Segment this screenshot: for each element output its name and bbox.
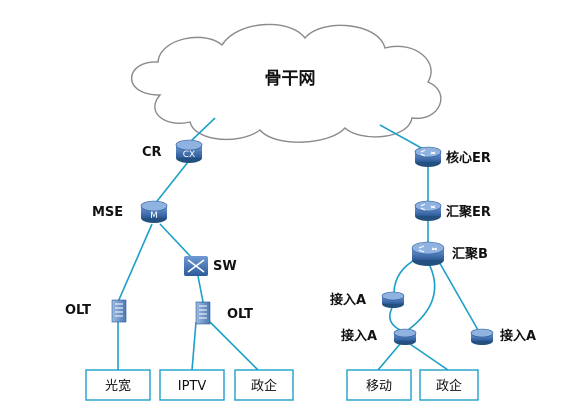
cr-badge: CX [183,150,195,160]
link-olt-iptv [191,321,197,371]
core-er-router[interactable] [414,146,442,167]
access-a3-label: 接入A [500,328,536,344]
service-gov-left-label: 政企 [251,378,277,394]
mse-router[interactable]: M [140,200,168,223]
olt-left-device[interactable] [111,299,127,323]
link-access1-access2 [389,307,401,331]
service-gov-right[interactable]: 政企 [419,369,479,401]
link-olt-gov [209,321,259,371]
sw-label: SW [213,259,237,274]
backbone-cloud: 骨干网 [131,23,442,143]
service-broadband[interactable]: 光宽 [85,369,151,401]
access-a1-label: 接入A [330,292,366,308]
link-access2-gov [409,343,449,371]
access-a1-router[interactable] [381,291,405,308]
olt-left-label: OLT [65,303,91,318]
link-mse-sw [159,223,193,259]
service-broadband-label: 光宽 [105,378,131,394]
link-sw-olt-mid [197,275,204,303]
link-cloud-cr [189,117,216,143]
agg-b-router[interactable] [411,241,445,266]
service-gov-left[interactable]: 政企 [234,369,294,401]
service-iptv-label: IPTV [178,379,207,394]
agg-er-label: 汇聚ER [446,205,491,220]
olt-mid-device[interactable] [195,301,211,325]
link-agg-b-access3 [437,259,479,331]
mse-label: MSE [92,205,123,220]
link-access2-mobile [377,343,401,371]
cloud-label: 骨干网 [265,69,316,89]
sw-switch[interactable] [184,256,208,276]
cr-label: CR [142,145,162,160]
link-cloud-core-er [379,124,426,151]
access-a2-label: 接入A [341,328,377,344]
service-iptv[interactable]: IPTV [159,369,225,401]
service-mobile-label: 移动 [366,379,392,394]
access-a3-router[interactable] [470,328,494,345]
agg-er-router[interactable] [414,200,442,221]
agg-b-label: 汇聚B [452,247,488,262]
cr-router[interactable]: CX [175,139,203,163]
link-agg-b-access2 [407,261,436,331]
olt-mid-label: OLT [227,307,253,322]
link-cr-mse [153,161,189,206]
link-mse-olt-left [117,223,153,303]
service-gov-right-label: 政企 [436,378,462,394]
access-a2-router[interactable] [393,328,417,345]
core-er-label: 核心ER [446,150,491,166]
mse-badge: M [150,211,158,221]
service-mobile[interactable]: 移动 [346,369,412,401]
